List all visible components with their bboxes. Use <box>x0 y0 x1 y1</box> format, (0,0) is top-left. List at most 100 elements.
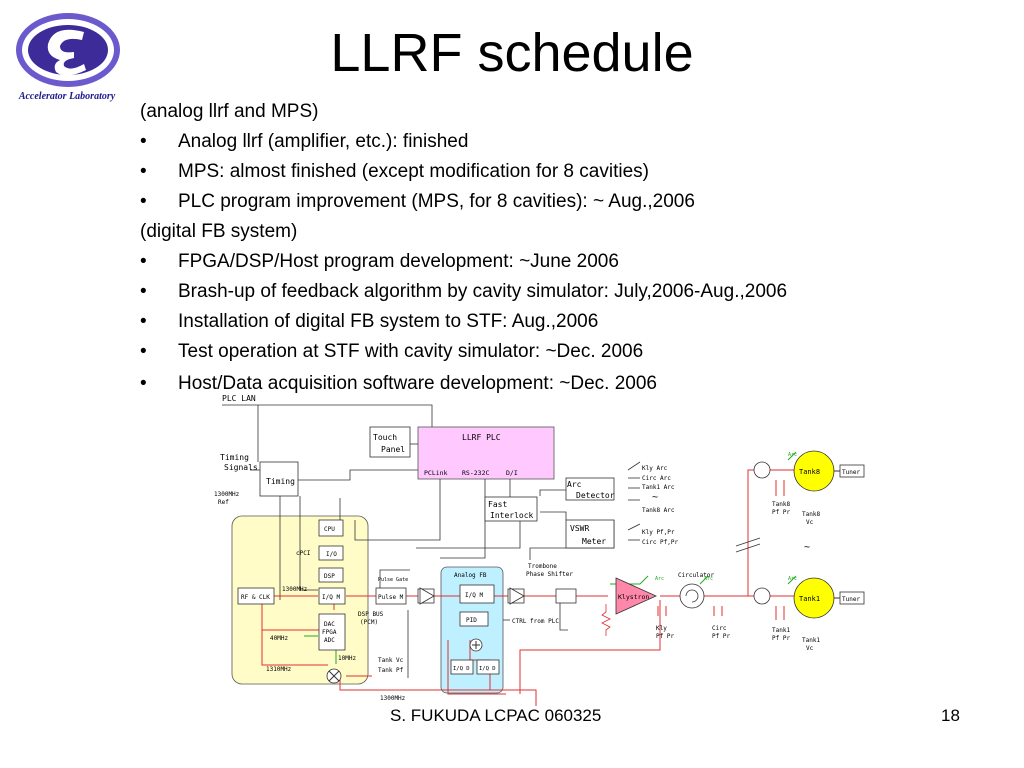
svg-text:Pf Pr: Pf Pr <box>712 633 730 640</box>
svg-text:Pulse M: Pulse M <box>378 594 404 601</box>
svg-text:Vc: Vc <box>806 645 814 652</box>
svg-text:Analog FB: Analog FB <box>454 572 487 579</box>
lab-name: Accelerator Laboratory <box>18 91 116 102</box>
slide-title: LLRF schedule <box>330 23 694 83</box>
amplifier-icon <box>419 587 435 605</box>
svg-text:Tank Pf: Tank Pf <box>378 667 404 674</box>
svg-text:cPCI: cPCI <box>296 550 311 557</box>
svg-text:Vc: Vc <box>806 519 814 526</box>
bullet-item: •Host/Data acquisition software developm… <box>140 373 657 394</box>
fast-interlock-box <box>484 496 538 522</box>
circulator-icon <box>753 587 771 605</box>
svg-text:Tank8 Arc: Tank8 Arc <box>642 507 675 514</box>
svg-text:VSWR: VSWR <box>570 524 589 533</box>
svg-text:PID: PID <box>466 617 477 624</box>
afb-iqm-box <box>459 584 495 604</box>
page-number: 18 <box>941 706 960 725</box>
svg-text:Pf Pr: Pf Pr <box>656 633 674 640</box>
slide-footer: S. FUKUDA LCPAC 060325 <box>390 706 602 725</box>
svg-text:PLC LAN: PLC LAN <box>222 394 256 403</box>
vswr-meter-box <box>565 519 615 549</box>
bullet-item: •MPS: almost finished (except modificati… <box>140 161 649 182</box>
svg-text:DSP: DSP <box>324 573 335 580</box>
svg-text:~: ~ <box>804 542 810 553</box>
svg-text:DSP BUS: DSP BUS <box>358 611 384 618</box>
svg-text:CTRL from PLC: CTRL from PLC <box>512 618 559 625</box>
svg-text:LLRF PLC: LLRF PLC <box>462 433 501 442</box>
svg-text:Panel: Panel <box>381 445 405 454</box>
svg-text:40MHz: 40MHz <box>270 635 288 642</box>
svg-text:Tank8: Tank8 <box>772 501 790 508</box>
bullet-item: •Installation of digital FB system to ST… <box>140 311 599 332</box>
svg-text:Tuner: Tuner <box>842 596 860 603</box>
svg-text:Arc: Arc <box>567 480 582 489</box>
svg-text:FPGA: FPGA <box>322 629 337 636</box>
svg-text:Pulse Gate: Pulse Gate <box>378 577 408 583</box>
circulator-icon <box>753 461 771 479</box>
svg-text:Tank8: Tank8 <box>802 511 820 518</box>
svg-text:Tuner: Tuner <box>842 469 860 476</box>
svg-text:CPU: CPU <box>324 526 335 533</box>
iqm-box <box>318 587 346 605</box>
svg-text:Tank8: Tank8 <box>799 468 820 476</box>
svg-text:Klystron: Klystron <box>618 593 649 601</box>
svg-text:1300MHz: 1300MHz <box>282 586 308 593</box>
dac-fpga-adc-box <box>318 613 346 651</box>
svg-text:Circ Pf,Pr: Circ Pf,Pr <box>642 539 679 546</box>
svg-text:Detector: Detector <box>576 491 615 500</box>
bullet-item: •PLC program improvement (MPS, for 8 cav… <box>140 191 695 212</box>
svg-text:Phase Shifter: Phase Shifter <box>526 571 573 578</box>
svg-text:Kly: Kly <box>656 625 667 632</box>
dsp-box <box>318 567 344 583</box>
svg-text:10MHz: 10MHz <box>338 655 356 662</box>
svg-text:Touch: Touch <box>373 433 397 442</box>
bullet-item: •Analog llrf (amplifier, etc.): finished <box>140 131 469 152</box>
svg-text:DAC: DAC <box>324 621 335 628</box>
svg-text:ADC: ADC <box>324 637 335 644</box>
svg-text:Ref: Ref <box>218 499 229 506</box>
llrf-block-diagram: PLC LAN Timing Signals Timing 1300MHz Re… <box>214 394 865 706</box>
svg-text:Interlock: Interlock <box>490 511 534 520</box>
circulator-icon <box>679 583 705 609</box>
llrf-plc-box <box>417 426 555 480</box>
svg-text:1310MHz: 1310MHz <box>266 666 292 673</box>
svg-text:Circ: Circ <box>712 625 727 632</box>
klystron-icon <box>615 577 657 615</box>
svg-text:Circ Arc: Circ Arc <box>642 475 671 482</box>
rf-clk-box <box>237 587 275 605</box>
svg-text:Pf Pr: Pf Pr <box>772 635 790 642</box>
bullet-item: •Brash-up of feedback algorithm by cavit… <box>140 281 788 302</box>
svg-text:Arc: Arc <box>788 452 797 458</box>
svg-text:Arc: Arc <box>704 576 713 582</box>
amplifier-icon <box>509 587 525 605</box>
io-box <box>318 545 344 561</box>
svg-text:Kly Pf,Pr: Kly Pf,Pr <box>642 529 675 536</box>
svg-text:Tank1: Tank1 <box>802 637 820 644</box>
slide-body: (analog llrf and MPS) •Analog llrf (ampl… <box>140 97 1000 399</box>
svg-text:Tank Vc: Tank Vc <box>378 657 404 664</box>
svg-text:Arc: Arc <box>655 576 664 582</box>
svg-text:Pf Pr: Pf Pr <box>772 509 790 516</box>
arc-detector-box <box>565 477 615 501</box>
timing-box <box>259 461 299 497</box>
svg-text:I/Q M: I/Q M <box>465 592 483 599</box>
pid-box <box>459 611 489 627</box>
svg-text:Timing: Timing <box>220 453 249 462</box>
svg-text:1300MHz: 1300MHz <box>380 695 406 702</box>
svg-text:RF & CLK: RF & CLK <box>241 594 270 601</box>
attenuator-box <box>555 588 577 604</box>
svg-text:Fast: Fast <box>488 500 507 509</box>
svg-text:Tank1 Arc: Tank1 Arc <box>642 484 675 491</box>
svg-text:Timing: Timing <box>266 477 295 486</box>
svg-text:I/Q M: I/Q M <box>322 594 340 601</box>
section-heading: (analog llrf and MPS) <box>140 101 319 122</box>
svg-text:Trombone: Trombone <box>528 563 557 570</box>
svg-text:~: ~ <box>652 492 658 503</box>
pulse-mod-box <box>375 587 407 605</box>
svg-text:Kly Arc: Kly Arc <box>642 465 668 472</box>
svg-text:Circulator: Circulator <box>678 572 715 579</box>
svg-text:Signals: Signals <box>224 463 258 472</box>
svg-text:PCLink: PCLink <box>424 469 448 477</box>
cpu-box <box>318 519 344 537</box>
iqd-box <box>450 659 474 675</box>
